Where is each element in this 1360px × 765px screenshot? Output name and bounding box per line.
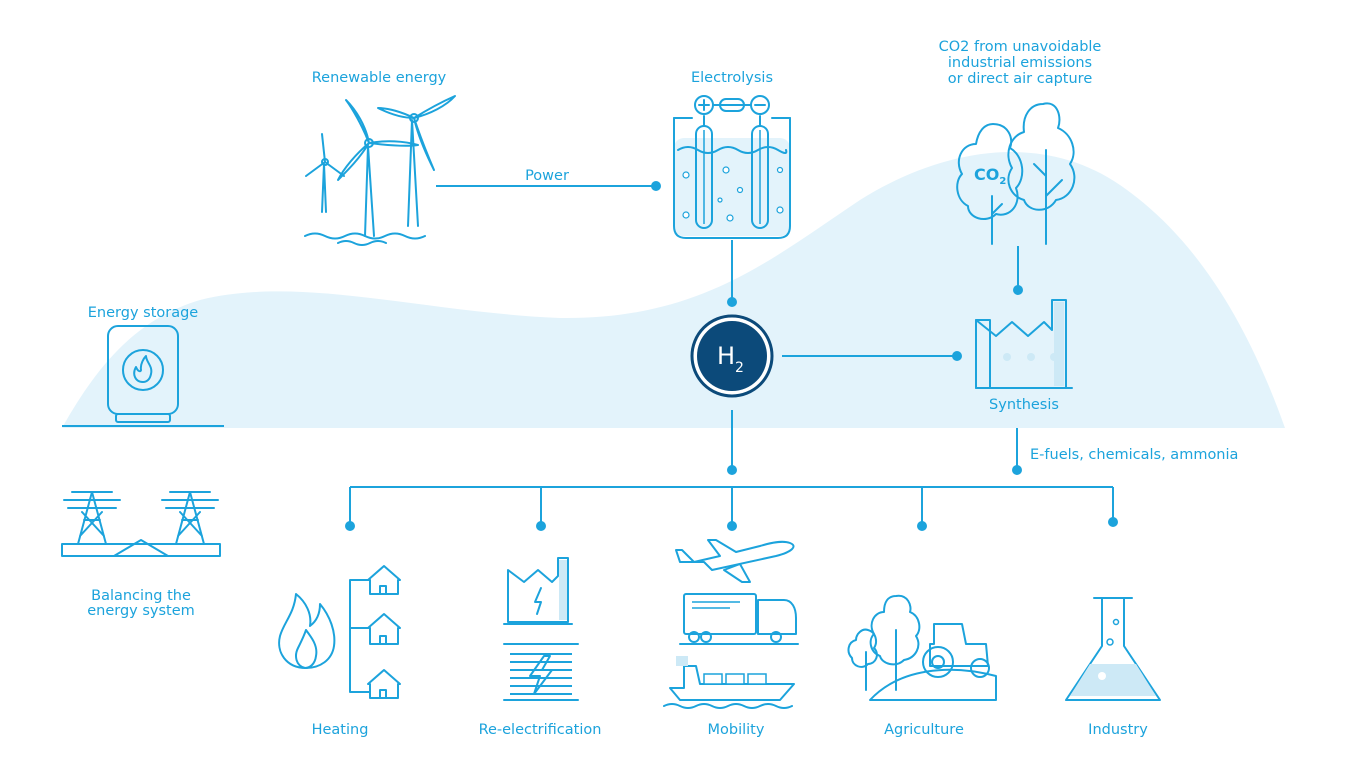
factory-icon [975,299,1073,389]
power-plant-icon [503,557,579,701]
synthesis-label: Synthesis [989,397,1059,413]
storage-label: Energy storage [88,305,199,321]
heating-label: Heating [312,722,369,738]
co2-label-line1: CO2 from unavoidable [939,39,1102,55]
wind-turbine-icon [304,95,456,246]
reelectrification-label: Re-electrification [479,722,602,738]
power-pylon-icon [61,491,221,557]
efuels-label: E-fuels, chemicals, ammonia [1030,447,1238,463]
mobility-label: Mobility [708,722,765,738]
hub-label: H2 [717,342,744,376]
co2-label-line3: or direct air capture [948,71,1093,87]
flask-icon [1065,597,1161,701]
electrolysis-label: Electrolysis [691,70,773,86]
co2-trees-icon: CO2 [956,102,1076,245]
electrolyzer-icon [673,95,791,239]
hydrogen-hub: H2 [690,314,774,398]
plane-truck-ship-icon [663,539,799,709]
renewable-label: Renewable energy [312,70,447,86]
balancing-label-line2: energy system [87,603,195,619]
power-label: Power [525,168,569,184]
tractor-icon [847,594,997,701]
balancing-label-line1: Balancing the [91,588,191,604]
co2-label-line2: industrial emissions [948,55,1092,71]
background-hill [62,152,1285,429]
co2-icon-text: CO2 [974,165,1006,187]
connectors: Power E-fuels, chemicals, ammonia [345,168,1238,531]
industry-label: Industry [1088,722,1148,738]
gas-tank-icon [62,325,224,427]
flame-houses-icon [278,565,401,699]
agriculture-label: Agriculture [884,722,964,738]
